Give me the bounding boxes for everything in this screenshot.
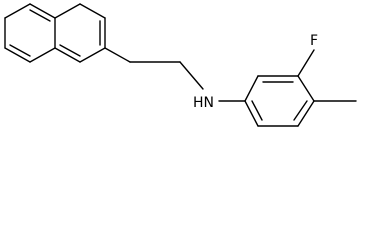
- bond: [297, 75, 315, 102]
- bond: [4, 47, 31, 63]
- naphthalene-ring-left: [4, 3, 56, 63]
- chemical-structure-diagram: HN F: [4, 3, 357, 127]
- bond: [244, 75, 259, 102]
- bond: [54, 47, 81, 63]
- double-bond-inner: [293, 100, 308, 121]
- fluorine-label: F: [310, 33, 318, 49]
- bond: [79, 47, 106, 63]
- double-bond-inner: [29, 9, 51, 22]
- bond: [179, 61, 204, 90]
- double-bond-inner: [9, 44, 31, 57]
- double-bond-inner: [59, 44, 81, 57]
- bond: [244, 100, 259, 127]
- naphthalene-ring-right: [54, 3, 106, 63]
- bond: [297, 100, 315, 127]
- bond: [79, 3, 106, 19]
- bond: [29, 3, 56, 19]
- methylene-linker: [104, 47, 204, 90]
- bond: [29, 47, 56, 63]
- amine-label: HN: [193, 95, 214, 111]
- bond: [297, 49, 315, 77]
- fluoromethylphenyl-ring: [244, 75, 315, 127]
- bond: [4, 3, 31, 19]
- bond: [104, 47, 131, 63]
- bond: [54, 3, 81, 19]
- double-bond-inner: [251, 100, 263, 121]
